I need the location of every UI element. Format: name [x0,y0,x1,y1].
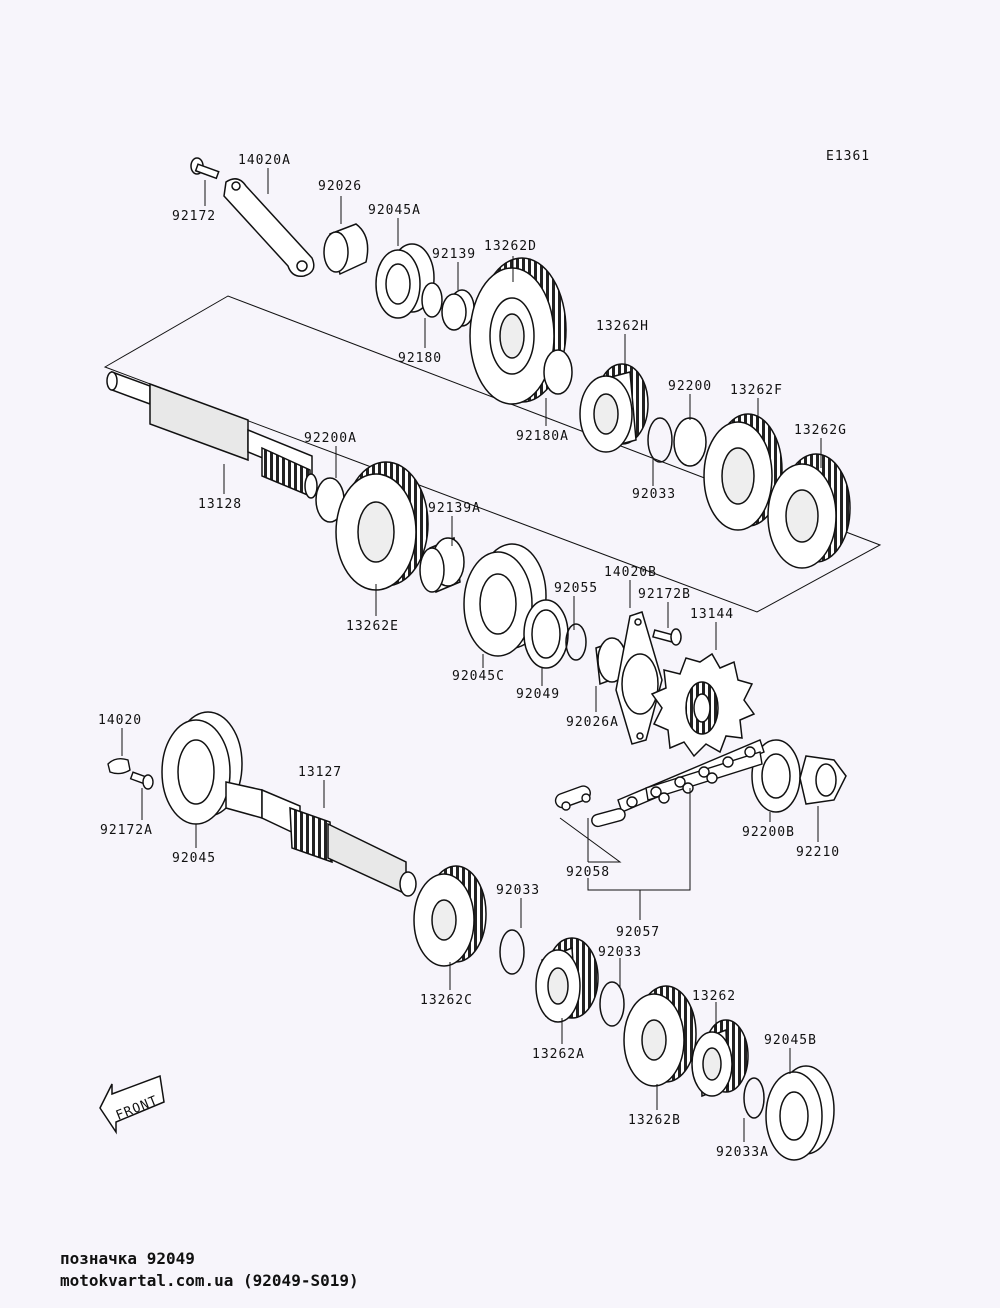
part-label: 13262F [730,383,783,398]
part-label: 92139 [432,247,476,262]
countershaft-13127 [225,781,417,897]
gear-13262f [703,413,783,531]
part-label: 14020A [238,153,291,168]
washer-92200b [751,739,801,813]
part-label: 92033 [598,945,642,960]
part-label: 92172B [638,587,691,602]
gear-13262h [579,363,649,453]
part-label: 13262E [346,619,399,634]
part-label: 92055 [554,581,598,596]
part-label: 92200 [668,379,712,394]
part-label: 13262A [532,1047,585,1062]
part-label: 92045B [764,1033,817,1048]
leader-lines [121,168,822,1142]
part-label: 14020B [604,565,657,580]
washer-92200 [673,417,707,467]
circlip-92033a [743,1077,765,1119]
part-label: 92045A [368,203,421,218]
plate-14020b [615,611,663,745]
part-label: 13262D [484,239,537,254]
part-label: 92033 [632,487,676,502]
diagram-code: E1361 [826,149,870,164]
part-label: 92180A [516,429,569,444]
part-label: 13127 [298,765,342,780]
circlip-92033-mid [499,929,525,975]
nut-92210 [799,755,847,805]
part-label: 92058 [566,865,610,880]
part-label: 92057 [616,925,660,940]
gear-13262b [623,985,697,1087]
part-label: 92172A [100,823,153,838]
gear-13262c [413,865,487,967]
shaft-group-outline [103,295,882,613]
circlip-92033-upper [647,417,673,463]
gear-13262g [767,453,851,569]
o-ring-92055 [565,623,587,661]
part-label: 13262B [628,1113,681,1128]
collar-92139 [441,289,475,331]
part-label: 92026 [318,179,362,194]
sprocket-13144 [650,652,756,758]
washer-92180a [543,349,573,395]
part-label: 13128 [198,497,242,512]
part-label: 92045C [452,669,505,684]
part-label: 92210 [796,845,840,860]
plate-14020 [107,757,131,775]
part-label: 92172 [172,209,216,224]
collar-92139a [419,536,465,594]
part-label: 92200B [742,825,795,840]
joint-link-92058 [554,785,626,828]
washer-92180 [421,282,443,318]
part-label: 13262G [794,423,847,438]
part-label: 92045 [172,851,216,866]
part-label: 92200A [304,431,357,446]
part-label: 92026A [566,715,619,730]
part-label: 92033A [716,1145,769,1160]
gear-13262 [691,1019,749,1098]
mainshaft-13128 [106,370,318,499]
caption-part-note: позначка 92049 [60,1249,195,1268]
arm-14020a [223,178,315,278]
part-label: 92180 [398,351,442,366]
bearing-92045c [463,543,547,657]
circlip-92033-lower [599,981,625,1027]
part-label: 92033 [496,883,540,898]
bolt-92172b [652,628,682,646]
bearing-92045b [765,1065,835,1161]
part-label: 92049 [516,687,560,702]
gear-13262e [335,461,429,591]
caption-source: motokvartal.com.ua (92049-S019) [60,1271,359,1290]
bolt-92172 [190,157,220,180]
part-label: 92139A [428,501,481,516]
caption: позначка 92049 motokvartal.com.ua (92049… [60,1248,359,1292]
part-label: 13262 [692,989,736,1004]
part-label: 14020 [98,713,142,728]
bolt-92172a [129,771,154,790]
oil-seal-92049 [523,599,569,669]
chain-92057 [617,739,765,813]
part-label: 13144 [690,607,734,622]
collar-92026 [323,223,369,276]
front-arrow-icon [99,1074,165,1135]
gear-13262a [535,937,599,1023]
part-label: 13262C [420,993,473,1008]
bearing-92045 [161,711,243,825]
part-label: 13262H [596,319,649,334]
